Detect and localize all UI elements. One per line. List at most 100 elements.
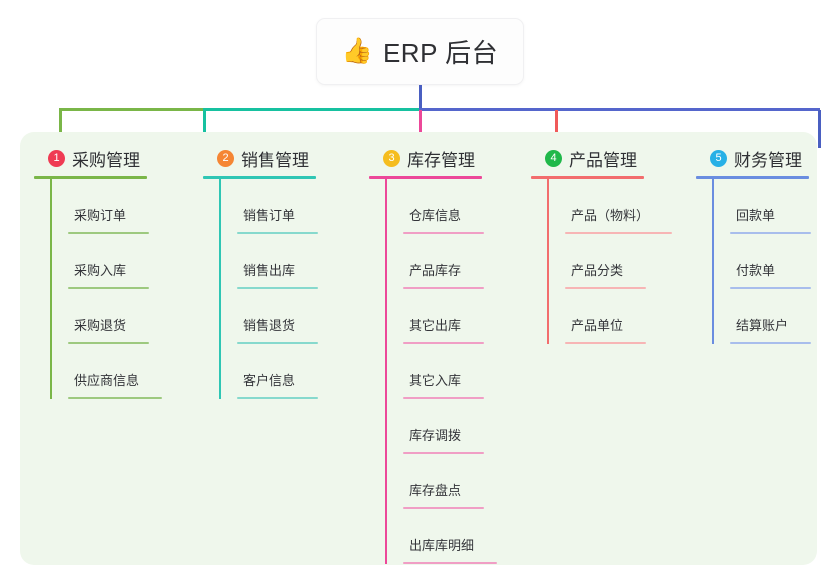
list-item[interactable]: 销售退货 [237,289,323,344]
leaf-rule [237,397,318,399]
leaf-rule [730,287,811,289]
leaf-label: 出库库明细 [409,538,475,553]
column-badge-4: 4 [545,149,562,167]
column-rule-purchase [34,176,147,179]
leaf-label: 采购入库 [74,263,127,278]
list-item[interactable]: 采购入库 [68,234,164,289]
root-node-title: ERP 后台 [382,38,499,68]
list-item[interactable]: 库存盘点 [403,454,489,509]
leaf-rule [565,342,646,344]
list-item[interactable]: 出库库明细 [403,509,497,564]
list-item[interactable]: 产品分类 [565,234,663,289]
diagram-panel [20,132,817,565]
list-item[interactable]: 付款单 [730,234,816,289]
column-rule-sales [203,176,316,179]
list-item[interactable]: 采购订单 [68,179,164,234]
bus-segment-blue [419,108,721,111]
list-item[interactable]: 其它出库 [403,289,489,344]
column-title-purchase: 采购管理 [72,150,140,170]
leaf-rule [68,397,162,399]
drop-finance [818,110,821,148]
leaf-rule [565,232,672,234]
leaf-label: 客户信息 [243,373,296,388]
bus-segment-blue-right [718,108,820,111]
column-header-finance[interactable]: 5 财务管理 [696,146,816,170]
leaf-rule [68,342,149,344]
column-rule-product [531,176,644,179]
list-item[interactable]: 客户信息 [237,344,323,399]
leaf-label: 付款单 [736,263,776,278]
root-node-card[interactable]: 👍 ERP 后台 [316,18,524,85]
column-finance: 5 财务管理 回款单 付款单 结算账户 [696,146,816,344]
branch-spine-purchase [50,179,52,399]
drop-inventory [419,110,422,148]
leaf-rule [237,232,318,234]
list-item[interactable]: 产品（物料） [565,179,672,234]
drop-sales [203,110,206,148]
list-item[interactable]: 销售订单 [237,179,323,234]
column-rule-inventory [369,176,482,179]
root-stem [419,85,422,110]
leaf-rule [403,397,484,399]
leaf-label: 产品库存 [409,263,462,278]
column-inventory: 3 库存管理 仓库信息 产品库存 其它出库 其它入库 库存调拨 库存盘点 [369,146,497,564]
leaf-rule [403,342,484,344]
leaf-label: 采购退货 [74,318,127,333]
branch-purchase: 采购订单 采购入库 采购退货 供应商信息 [50,179,164,399]
leaf-label: 其它出库 [409,318,462,333]
list-item[interactable]: 结算账户 [730,289,816,344]
branch-product: 产品（物料） 产品分类 产品单位 [547,179,672,344]
bus-segment-teal [203,108,421,111]
list-item[interactable]: 采购退货 [68,289,164,344]
list-item[interactable]: 供应商信息 [68,344,164,399]
leaf-rule [730,342,811,344]
leaf-label: 采购订单 [74,208,127,223]
column-header-product[interactable]: 4 产品管理 [531,146,663,170]
column-header-inventory[interactable]: 3 库存管理 [369,146,489,170]
leaf-rule [237,342,318,344]
list-item[interactable]: 销售出库 [237,234,323,289]
column-title-product: 产品管理 [569,150,637,170]
branch-inventory: 仓库信息 产品库存 其它出库 其它入库 库存调拨 库存盘点 出库库明细 [385,179,497,564]
list-item[interactable]: 产品库存 [403,234,489,289]
thumbs-up-icon: 👍 [341,37,373,65]
list-item[interactable]: 仓库信息 [403,179,489,234]
leaf-label: 销售出库 [243,263,296,278]
leaf-rule [403,232,484,234]
branch-spine-inventory [385,179,387,564]
bus-segment-green [59,108,204,111]
column-rule-finance [696,176,809,179]
branch-sales: 销售订单 销售出库 销售退货 客户信息 [219,179,323,399]
column-title-inventory: 库存管理 [407,150,475,170]
list-item[interactable]: 其它入库 [403,344,489,399]
branch-spine-product [547,179,549,344]
branch-finance: 回款单 付款单 结算账户 [712,179,816,344]
list-item[interactable]: 产品单位 [565,289,663,344]
leaf-rule [68,287,149,289]
column-badge-2: 2 [217,149,234,167]
leaf-label: 库存调拨 [409,428,462,443]
leaf-label: 销售订单 [243,208,296,223]
leaf-label: 销售退货 [243,318,296,333]
leaf-label: 产品分类 [571,263,624,278]
column-title-finance: 财务管理 [734,150,802,170]
leaf-label: 供应商信息 [74,373,140,388]
leaf-label: 其它入库 [409,373,462,388]
leaf-rule [403,562,497,564]
drop-product [555,110,558,148]
list-item[interactable]: 回款单 [730,179,816,234]
column-product: 4 产品管理 产品（物料） 产品分类 产品单位 [531,146,672,344]
leaf-label: 产品单位 [571,318,624,333]
drop-purchase [59,110,62,148]
leaf-label: 结算账户 [736,318,789,333]
branch-spine-sales [219,179,221,399]
list-item[interactable]: 库存调拨 [403,399,489,454]
leaf-rule [403,287,484,289]
column-header-sales[interactable]: 2 销售管理 [203,146,323,170]
leaf-rule [730,232,811,234]
column-badge-3: 3 [383,149,400,167]
column-header-purchase[interactable]: 1 采购管理 [34,146,164,170]
leaf-label: 回款单 [736,208,776,223]
column-purchase: 1 采购管理 采购订单 采购入库 采购退货 供应商信息 [34,146,164,399]
branch-spine-finance [712,179,714,344]
